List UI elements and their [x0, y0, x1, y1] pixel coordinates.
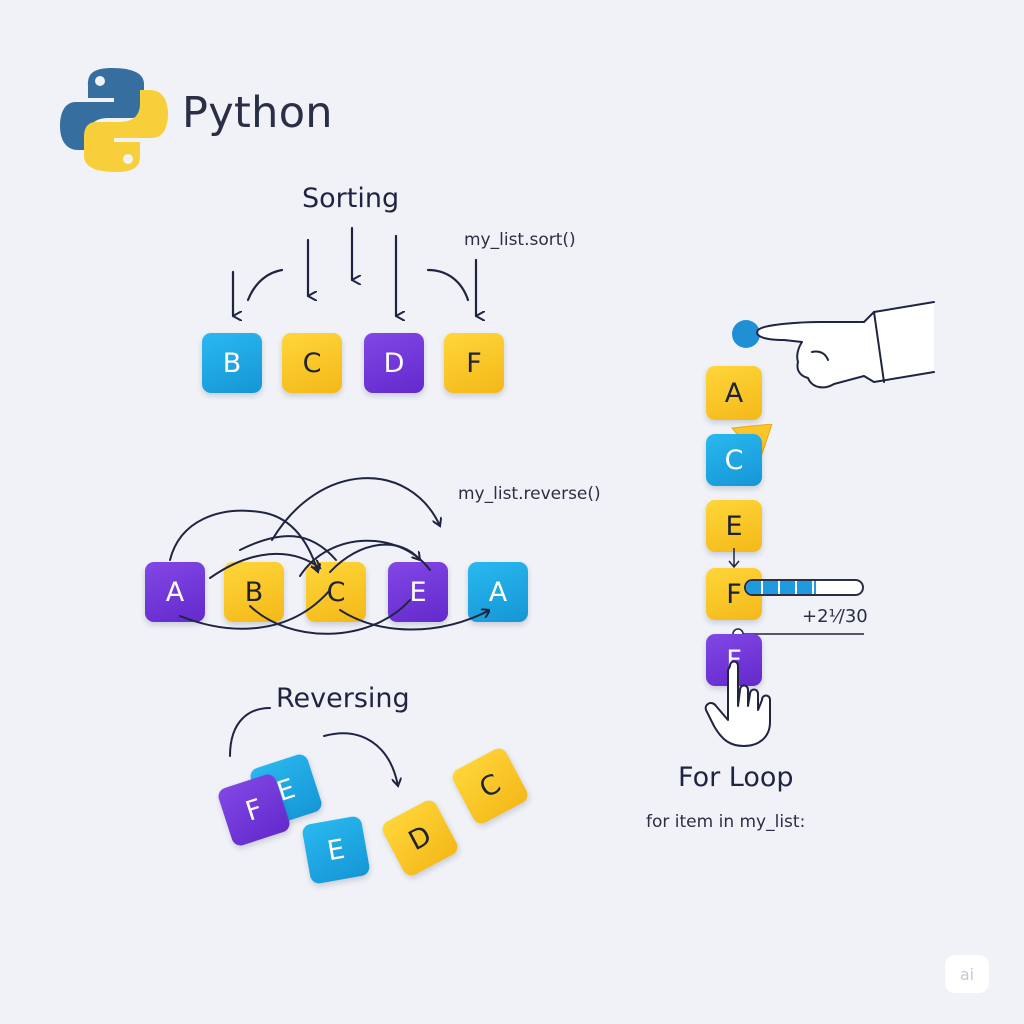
tapping-hand-icon [704, 660, 771, 747]
python-logo-icon [60, 68, 168, 172]
sorting-title: Sorting [302, 183, 400, 214]
sorting-arrows [231, 226, 500, 330]
loop-tile: A [706, 366, 762, 420]
sort-code: my_list.sort() [464, 230, 576, 250]
reverse-tile: A [468, 562, 528, 622]
reverse-arrows [169, 477, 490, 635]
pointing-hand-icon [732, 301, 935, 389]
reversing-tile: D [379, 797, 461, 879]
reversing-tile: E [301, 815, 371, 885]
reversing-arrow [229, 707, 420, 800]
loop-tile: E [706, 500, 762, 552]
reverse-tile: A [145, 562, 205, 622]
loop-progress-bar [744, 579, 864, 596]
sort-tile: F [444, 333, 504, 393]
brand-name: Python [182, 88, 333, 138]
for-loop-code: for item in my_list: [646, 812, 806, 832]
reversing-title: Reversing [276, 683, 410, 714]
reversing-tile: C [449, 745, 531, 827]
reverse-code: my_list.reverse() [458, 484, 601, 504]
down-arrow-icon [728, 548, 740, 569]
reverse-tile: B [224, 562, 284, 622]
progress-fill [746, 581, 816, 594]
ai-watermark: ai [945, 955, 989, 993]
sort-tile: C [282, 333, 342, 393]
sort-tile: B [202, 333, 262, 393]
sort-tile: D [364, 333, 424, 393]
loop-tile: C [706, 434, 762, 486]
for-loop-title: For Loop [678, 762, 794, 793]
progress-label: +2⅟/30 [802, 606, 868, 627]
